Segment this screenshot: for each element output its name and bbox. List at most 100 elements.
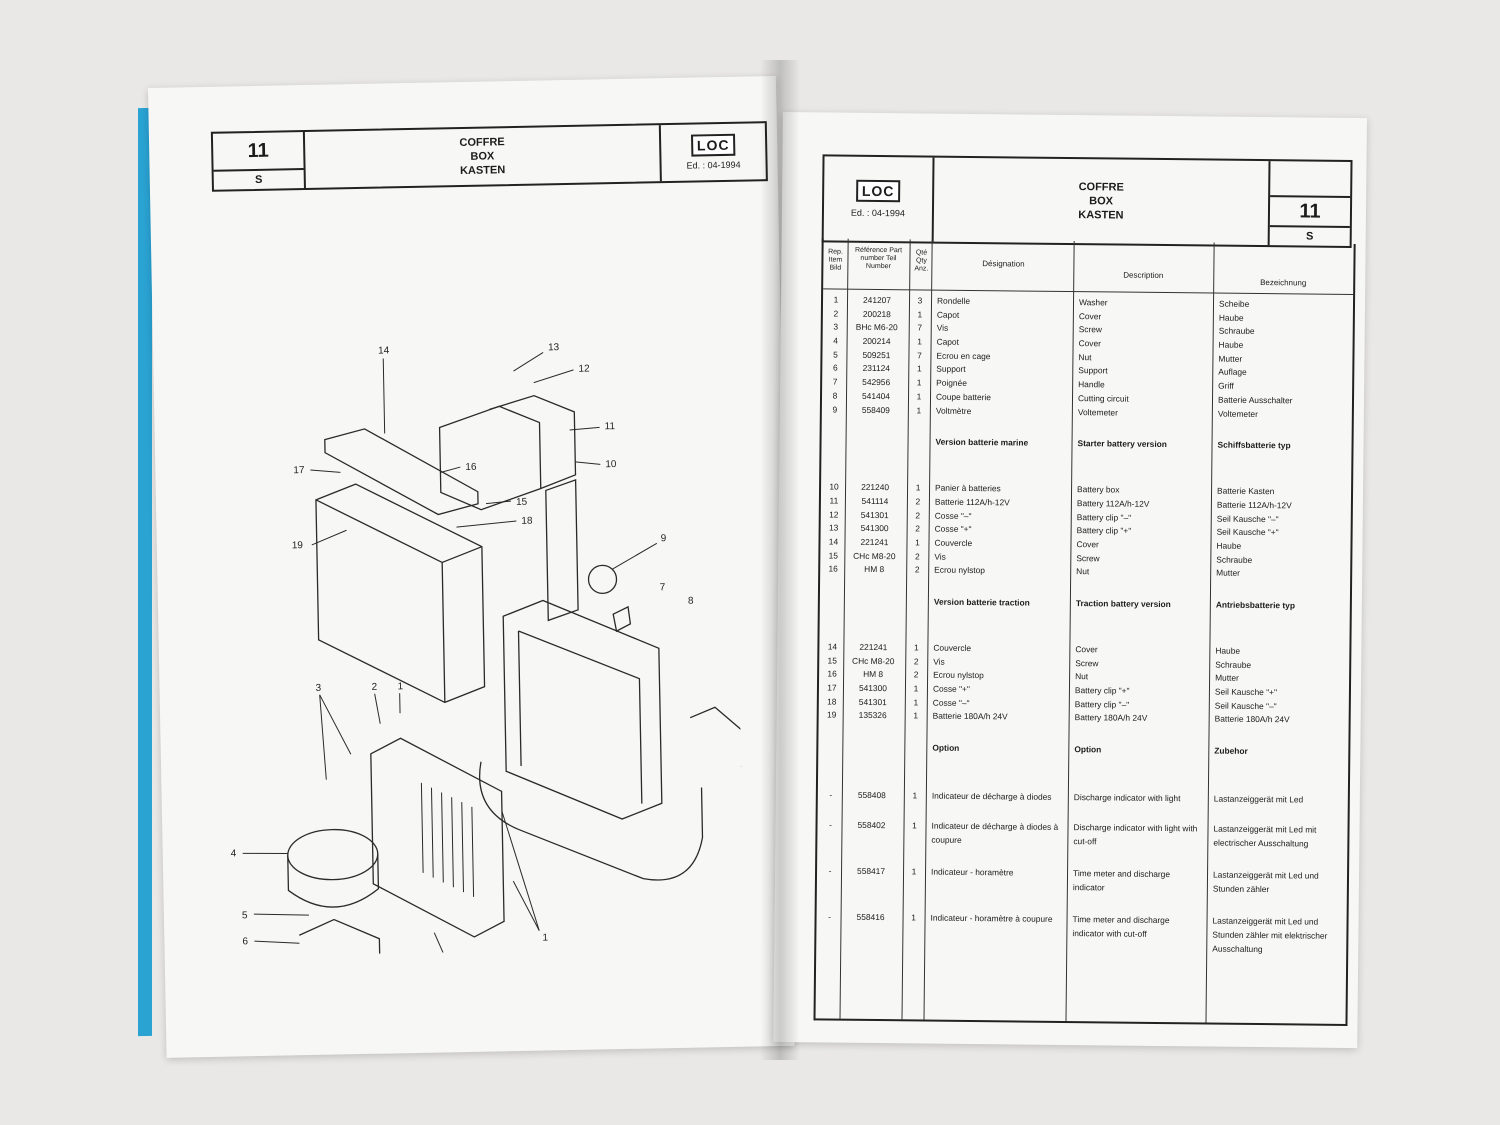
- cell-fr: Indicateur de décharge à diodes: [931, 790, 1052, 802]
- cell-ref: CHc M8-20: [852, 655, 895, 666]
- cell-en: Battery box: [1077, 484, 1120, 495]
- cell-qty: 1: [916, 391, 922, 402]
- cell-ref: 541301: [858, 696, 887, 707]
- section-title: COFFRE BOX KASTEN: [933, 157, 1271, 246]
- base-shape: [479, 761, 704, 881]
- cell-fr: Vis: [936, 322, 949, 334]
- cell-de: Batterie Kasten: [1217, 485, 1275, 497]
- cell-de: Schraube: [1218, 325, 1255, 337]
- cell-fr: Support: [936, 364, 966, 375]
- cell-de: Haube: [1218, 339, 1244, 350]
- binder-cover-edge: [138, 107, 152, 1037]
- cell-en: Cover: [1078, 310, 1102, 322]
- cell-ref: 200214: [862, 335, 891, 347]
- leader-lines: [242, 352, 658, 957]
- cell-ref: 221240: [861, 482, 890, 493]
- cell-en: Battery 180A/h 24V: [1074, 712, 1148, 724]
- cell-rep: 4: [833, 335, 838, 346]
- callout-label: 5: [242, 910, 248, 921]
- cell-rep: 17: [827, 682, 837, 693]
- cell-ref: 541114: [861, 495, 889, 506]
- cell-en: Battery clip "–": [1076, 511, 1132, 523]
- cell-de: Voltemeter: [1217, 408, 1258, 419]
- cell-de: Lastanzeiggerät mit Led: [1213, 793, 1304, 805]
- cell-en: Battery 112A/h-12V: [1076, 497, 1150, 509]
- cell-fr: Capot: [936, 309, 960, 320]
- cell-de: Mutter: [1216, 567, 1240, 579]
- title-fr: COFFRE: [1078, 181, 1124, 194]
- cell-rep: 9: [832, 404, 838, 415]
- cell-de: Batterie 112A/h-12V: [1216, 499, 1292, 511]
- cell-qty: 7: [917, 322, 923, 333]
- callout-label: 7: [660, 582, 666, 593]
- cell-ref: HM 8: [864, 564, 885, 575]
- book-spine: [760, 60, 800, 1060]
- cell-rep: 8: [832, 390, 838, 401]
- cell-en: Screw: [1076, 552, 1100, 563]
- cell-en: Battery clip "+": [1076, 525, 1132, 536]
- col-header-en: Description: [1123, 270, 1164, 280]
- section-de: Antriebsbatterie typ: [1215, 599, 1296, 611]
- callout-label: 1: [542, 932, 548, 943]
- cell-fr: Rondelle: [936, 295, 971, 306]
- col-header-qty: Qté Qty Anz.: [914, 249, 929, 273]
- callout-label: 10: [605, 459, 617, 470]
- section-title: COFFRE BOX KASTEN: [304, 125, 662, 188]
- title-en: BOX: [1089, 195, 1114, 208]
- cell-rep: 16: [828, 563, 838, 574]
- cell-fr: Batterie 112A/h-12V: [934, 496, 1010, 508]
- cell-ref: 558416: [856, 911, 885, 923]
- cell-rep: 12: [829, 509, 839, 520]
- title-fr: COFFRE: [459, 136, 505, 150]
- cell-de: Griff: [1218, 380, 1234, 391]
- cell-rep: 15: [827, 655, 837, 666]
- callout-label: 3: [315, 683, 321, 694]
- cell-fr: Indicateur - horamètre à coupure: [930, 912, 1053, 924]
- box-frame-shape: [502, 599, 663, 820]
- diagram-callouts: 14 13 12 11 10 17 16 15 18 19 9 7 8 3 2 …: [231, 342, 694, 947]
- cell-de: Haube: [1216, 540, 1242, 551]
- cell-qty: 1: [913, 697, 919, 708]
- cell-ref: 135326: [858, 710, 887, 721]
- cell-en: Voltemeter: [1077, 406, 1118, 418]
- cell-en: Cover: [1078, 338, 1101, 349]
- section-suffix: S: [254, 173, 263, 186]
- cell-en: Battery clip "+": [1074, 685, 1130, 696]
- cell-ref: 541300: [858, 682, 887, 694]
- callout-label: 13: [548, 342, 560, 353]
- callout-label: 12: [578, 364, 590, 375]
- section-number-box: 11 S: [1269, 161, 1351, 246]
- callout-label: 6: [242, 936, 248, 947]
- cell-rep: 19: [826, 709, 837, 721]
- cell-en: Support: [1078, 365, 1108, 376]
- exploded-parts-diagram: 14 13 12 11 10 17 16 15 18 19 9 7 8 3 2 …: [231, 342, 745, 957]
- cell-qty: 1: [913, 683, 919, 694]
- cell-en: Time meter and discharge indicator: [1072, 868, 1171, 893]
- cell-en: Cover: [1075, 644, 1098, 655]
- cell-en: Washer: [1078, 297, 1108, 308]
- cell-fr: Cosse "+": [934, 523, 972, 535]
- cell-de: Mutter: [1215, 672, 1239, 684]
- cell-en: Time meter and discharge indicator with …: [1072, 914, 1170, 939]
- cell-de: Schraube: [1216, 554, 1253, 565]
- callout-label: 17: [293, 465, 305, 476]
- cell-de: Batterie Ausschalter: [1217, 394, 1293, 406]
- section-fr: Version batterie marine: [935, 436, 1029, 448]
- cell-fr: Panier à batteries: [935, 482, 1001, 494]
- cell-de: Schraube: [1215, 659, 1252, 670]
- grille-cover-shape: [370, 737, 505, 938]
- fork-shape: [689, 706, 745, 768]
- cell-ref: 558417: [857, 865, 886, 877]
- cell-ref: 541301: [860, 509, 889, 520]
- cell-qty: 2: [913, 669, 919, 680]
- edition-label: Ed. : 04-1994: [686, 159, 741, 171]
- cell-fr: Batterie 180A/h 24V: [932, 711, 1008, 722]
- col-header-ref: Référence Part number Teil Number: [854, 246, 903, 271]
- cell-de: Seil Kausche "–": [1214, 700, 1277, 711]
- loc-logo: LOC: [690, 133, 736, 157]
- section-en: Starter battery version: [1077, 438, 1167, 450]
- cell-ref: HM 8: [863, 669, 884, 680]
- cell-fr: Coupe batterie: [935, 391, 992, 403]
- cell-qty: 7: [917, 350, 922, 361]
